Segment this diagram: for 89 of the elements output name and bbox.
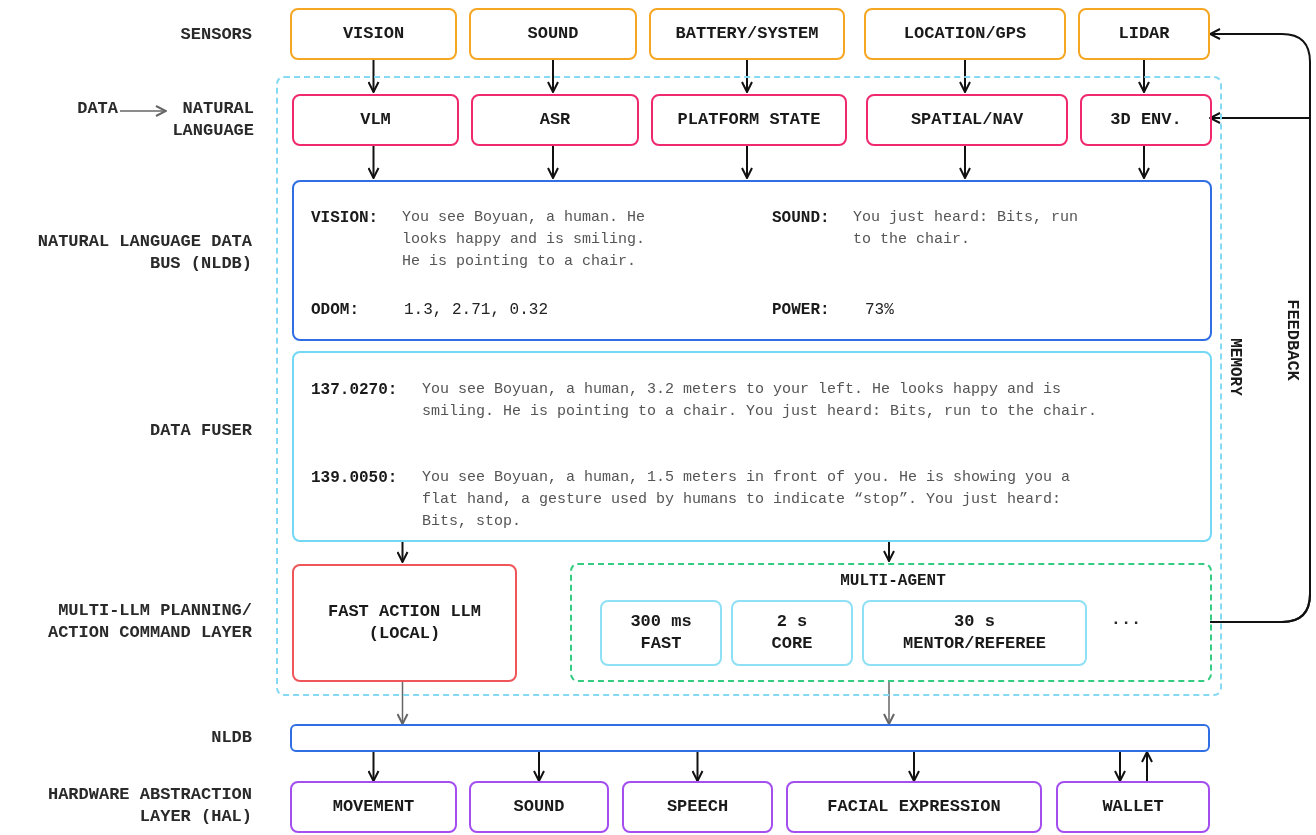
arrow [547,59,559,93]
description-text: You see Boyuan, a human, 1.5 meters in front of you. He is showing you a flat hand, a gesture used by humans to indicate “stop”. You just heard: Bits, stop. [422,468,1072,532]
data-fuser-panel [292,351,1212,542]
data-bus-panel [292,180,1212,341]
arrow [741,59,753,93]
row-label: SENSORS [179,24,252,46]
description-text: You see Boyuan, a human, 3.2 meters to your left. He looks happy and is smiling. He is pointing to a chair. You just heard: Bits, run to the chair. [422,380,1099,422]
sensor-box [1078,8,1210,60]
row-label: NLDB [210,727,252,749]
box-label: LOCATION/GPS [903,23,1027,45]
converter-box [1080,94,1212,146]
llm-box [292,564,517,682]
agent-box [731,600,853,666]
box-label: SPATIAL/NAV [910,109,1024,131]
box-label: 300 ms [630,611,692,633]
arrow [396,539,409,563]
field-label: 137.0270: [311,380,398,401]
row-label: NATURAL LANGUAGE [166,98,254,142]
arrow [367,143,380,179]
output-box [1056,781,1210,833]
sensor-box [864,8,1066,60]
box-label: BATTERY/SYSTEM [675,23,819,45]
box-label: SOUND [527,23,579,45]
data-bus-bar [290,724,1210,752]
arrow [741,143,753,179]
box-label: VLM [360,109,391,131]
agent-box [862,600,1087,666]
box-label: MOVEMENT [332,796,415,818]
row-label: DATA FUSER [148,420,252,442]
box-label: FACIAL EXPRESSION [827,796,1001,818]
arrow [959,59,971,93]
region-label: MEMORY [1225,338,1245,396]
arrow [533,751,545,782]
arrow [547,143,559,179]
box-label: SOUND [513,796,565,818]
field-label: VISION: [311,208,379,229]
box-label: 3D ENV. [1110,109,1182,131]
box-label: PLATFORM STATE [677,109,821,131]
box-label: SPEECH [666,796,729,818]
arrow [119,105,167,117]
converter-box [471,94,639,146]
group-title: MULTI-AGENT [839,571,947,591]
output-box [622,781,773,833]
sensor-box [469,8,637,60]
sensor-box [290,8,457,60]
row-label: HARDWARE ABSTRACTION LAYER (HAL) [46,784,252,828]
arrow [367,59,380,93]
box-label: VISION [342,23,405,45]
arrow [1141,751,1153,782]
box-label: LIDAR [1118,23,1170,45]
field-label: 139.0050: [311,468,398,489]
value-text: 1.3, 2.71, 0.32 [404,300,549,321]
converter-box [292,94,459,146]
agent-box [600,600,722,666]
box-label: WALLET [1102,796,1164,818]
converter-box [866,94,1068,146]
row-label: NATURAL LANGUAGE DATA BUS (NLDB) [36,231,252,275]
field-label: ODOM: [311,300,359,321]
arrow [1138,143,1150,179]
box-label: FAST [640,633,682,655]
arrow [1138,59,1150,93]
arrow [883,539,895,562]
box-label: FAST ACTION LLM (LOCAL) [327,601,482,645]
box-label: 30 s [954,611,995,633]
value-text: 73% [865,300,894,321]
arrow [367,751,380,782]
field-label: SOUND: [772,208,830,229]
arrow [959,143,971,179]
description-text: You just heard: Bits, run to the chair. [853,208,1080,250]
box-label: CORE [771,633,813,655]
field-label: POWER: [772,300,830,321]
box-label: MENTOR/REFEREE [903,633,1046,655]
row-label: MULTI-LLM PLANNING/ ACTION COMMAND LAYER [46,600,252,644]
converter-box [651,94,847,146]
row-label: DATA [60,98,118,120]
ellipsis-text: ... [1109,609,1143,631]
box-label: 2 s [776,611,808,633]
arrow [691,751,704,782]
arrow [1114,751,1126,782]
output-box [469,781,609,833]
arrow [908,751,920,782]
output-box [290,781,457,833]
arrow [883,679,895,725]
multi-agent-group [570,563,1212,682]
description-text: You see Boyuan, a human. He looks happy and is smiling. He is pointing to a chair. [402,208,647,272]
box-label: ASR [539,109,571,131]
arrow [396,679,409,725]
sensor-box [649,8,845,60]
output-box [786,781,1042,833]
